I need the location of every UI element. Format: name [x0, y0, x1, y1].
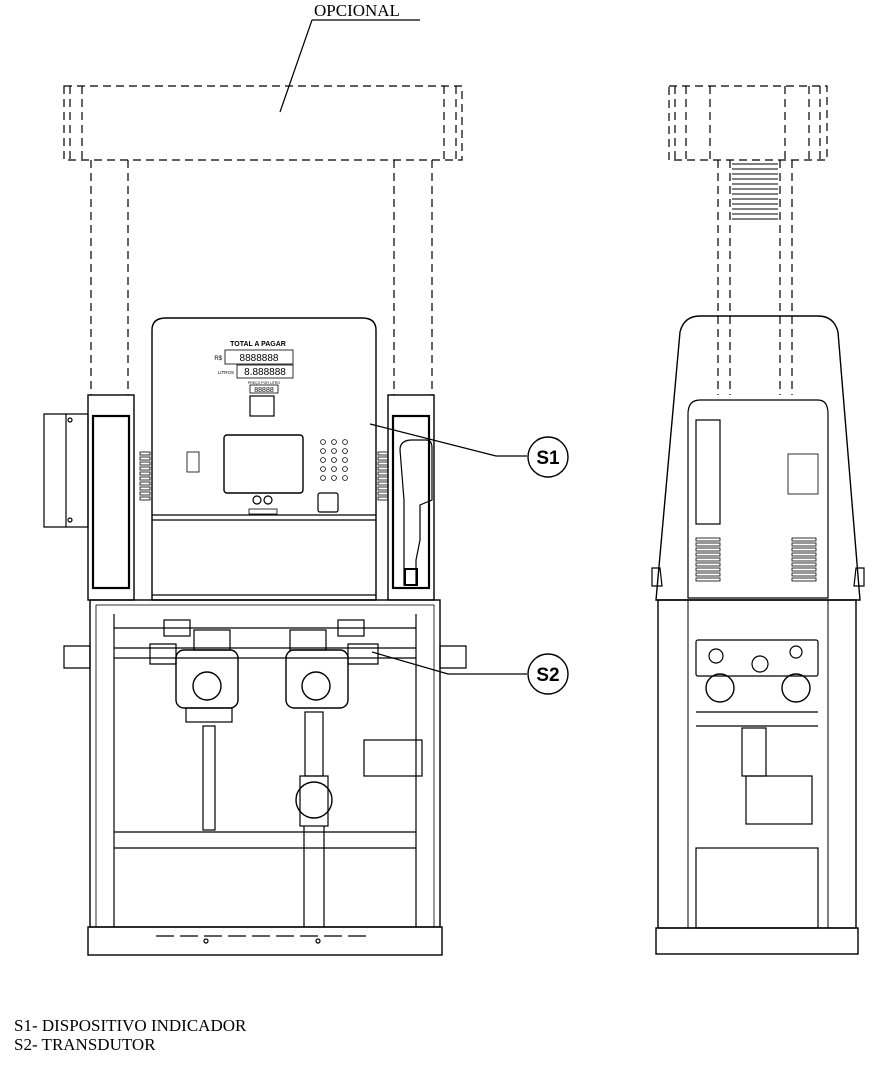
vent-slot: [139, 486, 151, 491]
keypad-key: [320, 457, 326, 463]
keypad-key: [331, 466, 337, 472]
display-panel: [186, 349, 294, 473]
louver-slot: [695, 557, 721, 562]
keypad-key: [342, 457, 348, 463]
louver-slot: [791, 572, 817, 577]
keypad-key: [331, 448, 337, 454]
vent-slot: [139, 481, 151, 486]
louver-slot: [695, 552, 721, 557]
keypad: [320, 439, 348, 481]
keypad-key: [331, 475, 337, 481]
vent-slot: [139, 496, 151, 501]
vent-slot: [139, 466, 151, 471]
louver-slot: [791, 562, 817, 567]
keypad-key: [342, 475, 348, 481]
display-title: TOTAL A PAGAR: [230, 341, 286, 348]
keypad-key: [320, 466, 326, 472]
optional-canopy-label: OPCIONAL: [314, 1, 400, 20]
front-view: [43, 317, 467, 956]
louver-slot: [791, 547, 817, 552]
identification-plate: [787, 453, 819, 495]
callout-s1-circle: [527, 436, 569, 478]
louver-slot: [791, 557, 817, 562]
keypad-card-slot: [317, 492, 339, 513]
brand-plate: [248, 508, 278, 515]
vent-slot: [377, 456, 389, 461]
side-top-vents: [732, 163, 778, 220]
side-sight-glass: [695, 419, 721, 525]
vent-slot: [377, 476, 389, 481]
louver-slot: [695, 542, 721, 547]
louver-slot: [695, 567, 721, 572]
callout-s1: [369, 423, 569, 478]
keypad-key: [342, 466, 348, 472]
louver-slot: [695, 577, 721, 582]
vent-slot: [377, 486, 389, 491]
louver-slot: [791, 542, 817, 547]
louver-slot: [791, 577, 817, 582]
vent-slot: [139, 491, 151, 496]
louver-slot: [695, 537, 721, 542]
louver-slot: [695, 547, 721, 552]
keypad-key: [331, 457, 337, 463]
display-unit-digits: 88888: [254, 387, 274, 394]
legend-item-s1: S1- DISPOSITIVO INDICADOR: [14, 1016, 247, 1035]
left-side-panel: [87, 394, 135, 601]
callout-s2-circle: [527, 653, 569, 695]
vent-slot: [139, 456, 151, 461]
callout-s2-label: S2: [536, 665, 559, 686]
meter-right: [285, 619, 379, 827]
junction-box: [363, 739, 423, 777]
left-hose-holder: [43, 413, 89, 528]
display-unit-label: PREÇO POR LITRO: [248, 381, 281, 385]
side-view: [651, 315, 865, 955]
vent-slot: [139, 451, 151, 456]
legend: S1- DISPOSITIVO INDICADOR S2- TRANSDUTOR: [14, 1016, 246, 1054]
keypad-key: [320, 475, 326, 481]
vent-slot: [377, 491, 389, 496]
louver-slot: [695, 572, 721, 577]
vent-slot: [377, 471, 389, 476]
louver-slot: [695, 562, 721, 567]
display-currency-label: R$: [214, 356, 222, 362]
optional-canopy-front: [63, 19, 463, 395]
vent-slot: [377, 481, 389, 486]
display-liters-digits: 8.888888: [244, 367, 286, 378]
button-right-icon: [263, 495, 273, 505]
callout-s2: [371, 651, 569, 695]
keypad-key: [320, 439, 326, 445]
callout-s1-label: S1: [536, 448, 560, 469]
vent-slot: [139, 461, 151, 466]
display-liters-label: LITROS: [218, 370, 234, 375]
keypad-key: [342, 439, 348, 445]
hydraulic-frame: [89, 599, 441, 928]
vent-slot: [139, 471, 151, 476]
louver-slot: [791, 537, 817, 542]
louver-slot: [791, 567, 817, 572]
payment-screen: [223, 434, 304, 494]
louver-slot: [791, 552, 817, 557]
keypad-key: [331, 439, 337, 445]
side-valve-block: [695, 639, 819, 677]
front-vents: [139, 451, 389, 501]
vent-slot: [377, 466, 389, 471]
side-base-plate: [655, 927, 859, 955]
keypad-key: [342, 448, 348, 454]
meter-left: [149, 619, 239, 831]
optional-canopy-side: [668, 85, 828, 395]
legend-item-s2: S2- TRANSDUTOR: [14, 1035, 156, 1054]
vent-slot: [139, 476, 151, 481]
vent-slot: [377, 451, 389, 456]
button-left-icon: [252, 495, 262, 505]
side-louvers: [695, 537, 817, 582]
base-plate: [87, 926, 443, 956]
vent-slot: [377, 496, 389, 501]
nozzle: [399, 439, 433, 586]
vent-slot: [377, 461, 389, 466]
keypad-key: [320, 448, 326, 454]
display-currency-digits: 8888888: [240, 353, 279, 364]
